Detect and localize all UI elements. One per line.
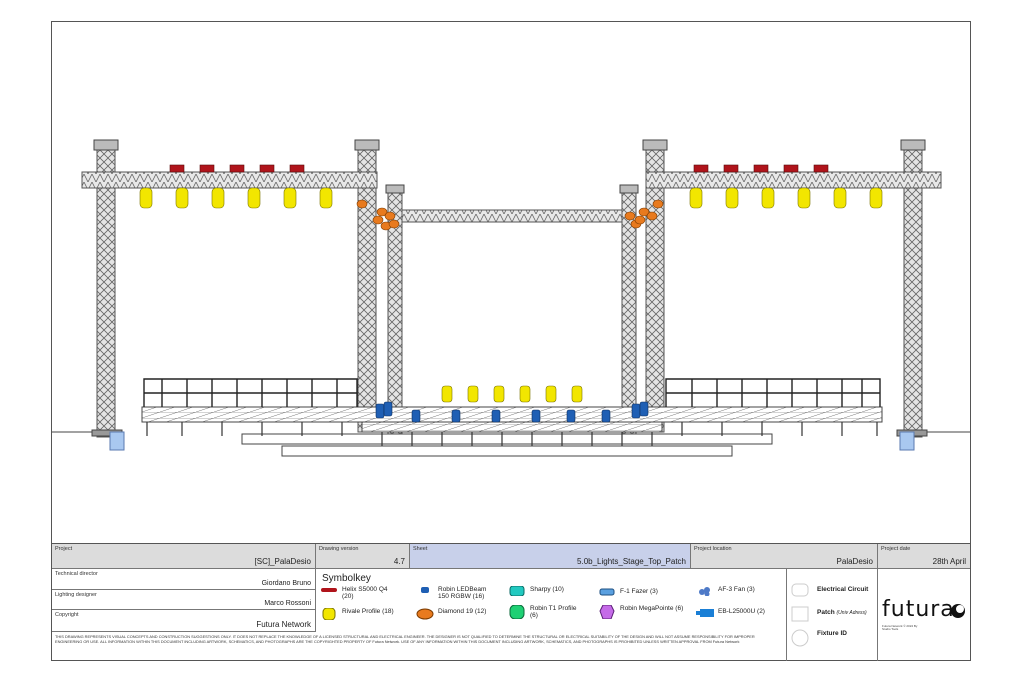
legend-shapes-icon — [791, 583, 809, 647]
drawing-version-value: 4.7 — [393, 557, 405, 566]
key-rivale-label: Rivale Profile (18) — [342, 608, 394, 615]
sharpy-swatch-icon — [509, 586, 525, 596]
right-header-truss — [645, 171, 942, 189]
key-helix-label: Helix S5000 Q4 (20) — [342, 586, 388, 600]
copyright-label: Copyright — [55, 612, 79, 618]
copyright-value: Futura Network — [256, 620, 311, 629]
copyright-cell: Copyright Futura Network — [52, 610, 316, 632]
t1-swatch-icon — [509, 605, 525, 619]
technical-director-label: Technical director — [55, 571, 98, 577]
key-megapointe-label: Robin MegaPointe (6) — [620, 605, 684, 612]
project-value: [SC]_PalaDesio — [254, 557, 311, 566]
projector-right — [899, 431, 915, 451]
futura-logo-mark-icon — [951, 604, 965, 618]
helix-fixtures — [169, 164, 829, 173]
helix-swatch-icon — [321, 588, 337, 592]
location-value: PalaDesio — [836, 557, 873, 566]
projector-left — [109, 431, 125, 451]
lighting-designer-label: Lighting designer — [55, 592, 97, 598]
sheet-cell: Sheet 5.0b_Lights_Stage_Top_Patch — [410, 544, 691, 569]
legend-circuit: Electrical Circuit — [817, 586, 869, 593]
logo-panel: futura Futura Network © 2024 By Studio T… — [878, 569, 970, 661]
right-outer-tower — [896, 139, 928, 438]
sheet-label: Sheet — [413, 546, 428, 552]
stage-deck — [141, 406, 883, 457]
left-outer-tower — [91, 139, 123, 438]
futura-logo: futura — [882, 597, 955, 622]
ledbeam-fixtures — [375, 401, 649, 423]
date-cell: Project date 28th April — [878, 544, 970, 569]
date-value: 28th April — [932, 557, 966, 566]
technical-director-cell: Technical director Giordano Bruno — [52, 569, 316, 590]
location-cell: Project location PalaDesio — [691, 544, 878, 569]
lighting-designer-value: Marco Rossoni — [264, 600, 311, 607]
key-fan-label: AF-3 Fan (3) — [718, 586, 755, 593]
rivale-fixtures-deck — [441, 385, 583, 403]
legend-patch-note: (Univ Adress) — [836, 610, 867, 616]
legend-fixture: Fixture ID — [817, 630, 847, 637]
projector-swatch-icon — [696, 609, 714, 617]
stage-railings — [143, 378, 881, 407]
disclaimer-text: THIS DRAWING REPRESENTS VISUAL CONCEPTS … — [55, 634, 755, 644]
ledbeam-swatch-icon — [421, 587, 429, 593]
diamond-swatch-icon — [416, 608, 434, 620]
date-label: Project date — [881, 546, 911, 552]
key-t1-label: Robin T1 Profile (6) — [530, 605, 577, 619]
project-cell: Project [SC]_PalaDesio — [52, 544, 316, 569]
symbolkey-title: Symbolkey — [322, 573, 371, 584]
legend-panel: Electrical Circuit Patch (Univ Adress) F… — [786, 569, 878, 661]
fazer-swatch-icon — [599, 588, 615, 596]
key-ledbeam-label: Robin LEDBeam 150 RGBW (16) — [438, 586, 487, 600]
stage-drawing — [52, 139, 970, 457]
logo-small-text: Futura Network © 2024 By Studio Tools — [882, 624, 918, 631]
drawing-sheet: Project [SC]_PalaDesio Drawing version 4… — [51, 21, 971, 661]
rivale-fixtures-truss — [139, 187, 883, 209]
technical-director-value: Giordano Bruno — [261, 580, 311, 587]
left-header-truss — [81, 171, 378, 189]
megapointe-swatch-icon — [599, 605, 615, 619]
legend-patch-label: Patch — [817, 609, 835, 616]
key-sharpy-label: Sharpy (10) — [530, 586, 564, 593]
center-header-truss — [401, 209, 623, 223]
key-projector-label: EB-L25000U (2) — [718, 608, 765, 615]
key-diamond-label: Diamond 19 (12) — [438, 608, 487, 615]
sheet-value: 5.0b_Lights_Stage_Top_Patch — [577, 557, 686, 566]
location-label: Project location — [694, 546, 732, 552]
title-block: Project [SC]_PalaDesio Drawing version 4… — [52, 543, 970, 661]
legend-patch: Patch (Univ Adress) — [817, 609, 867, 616]
rivale-swatch-icon — [322, 608, 336, 620]
diamond-fixtures — [356, 199, 664, 231]
project-label: Project — [55, 546, 73, 552]
lighting-designer-cell: Lighting designer Marco Rossoni — [52, 590, 316, 610]
fan-swatch-icon — [699, 587, 710, 596]
symbolkey-panel: Symbolkey Helix S5000 Q4 (20) Robin LEDB… — [316, 569, 786, 632]
key-fazer-label: F-1 Fazer (3) — [620, 588, 658, 595]
drawing-version-cell: Drawing version 4.7 — [316, 544, 410, 569]
drawing-version-label: Drawing version — [319, 546, 359, 552]
